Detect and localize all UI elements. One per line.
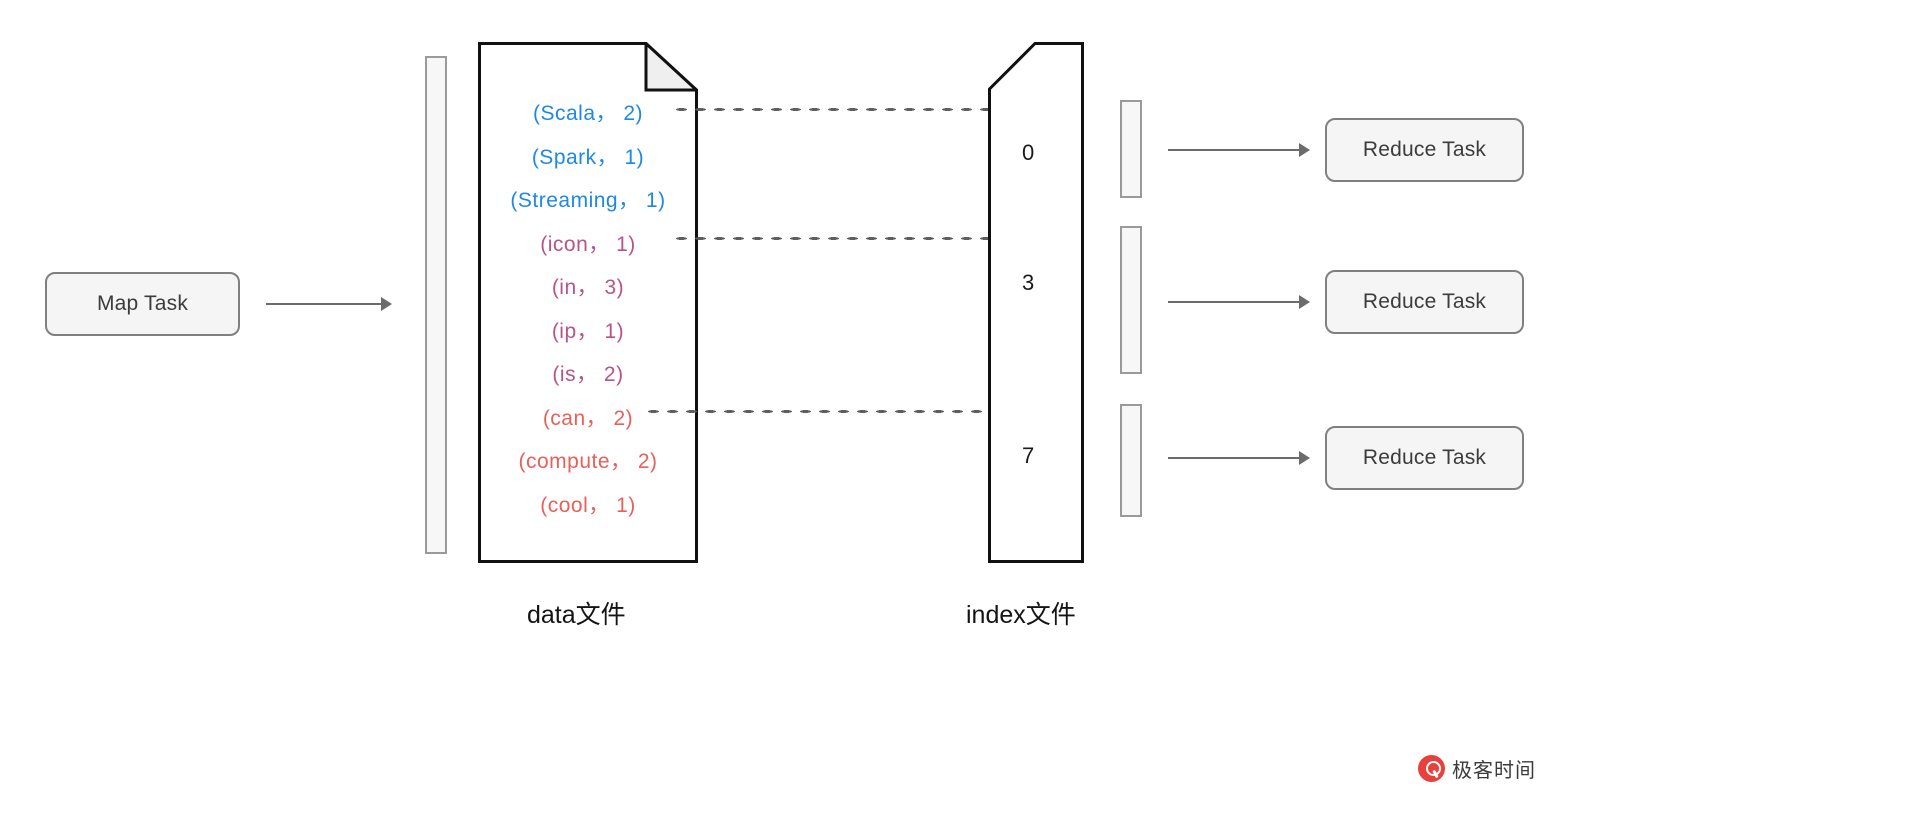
data-entry: (Streaming， 1) bbox=[510, 189, 666, 212]
arrow-to-reduce-task-1 bbox=[1168, 295, 1310, 309]
arrow-head bbox=[381, 297, 392, 311]
arrow-shaft bbox=[266, 303, 383, 305]
partition-bracket-2 bbox=[1120, 404, 1142, 517]
arrow-head bbox=[1299, 143, 1310, 157]
data-entry: (can， 2) bbox=[542, 406, 634, 430]
arrow-to-reduce-task-0 bbox=[1168, 143, 1310, 157]
data-entry: (ip， 1) bbox=[551, 319, 625, 343]
geektime-logo-icon bbox=[1418, 755, 1445, 782]
arrow-head bbox=[1299, 295, 1310, 309]
partition-bracket-1 bbox=[1120, 226, 1142, 374]
index-file-outline-icon bbox=[988, 42, 1084, 563]
map-task-box[interactable]: Map Task bbox=[45, 272, 240, 336]
data-file-shape: (Scala， 2) (Spark， 1) (Streaming， 1) (ic… bbox=[478, 42, 698, 563]
dotted-connector-1 bbox=[672, 236, 1017, 241]
data-file-entry-list: (Scala， 2) (Spark， 1) (Streaming， 1) (ic… bbox=[478, 92, 698, 527]
arrow-to-reduce-task-2 bbox=[1168, 451, 1310, 465]
arrow-shaft bbox=[1168, 149, 1301, 151]
arrow-shaft bbox=[1168, 301, 1301, 303]
data-file-caption: data文件 bbox=[527, 601, 626, 629]
data-entry: (Spark， 1) bbox=[531, 145, 645, 169]
dotted-connector-0 bbox=[672, 107, 1017, 112]
index-offset: 7 bbox=[1022, 443, 1035, 468]
dotted-connector-2 bbox=[644, 409, 1017, 414]
index-file-caption: index文件 bbox=[966, 601, 1076, 629]
data-entry: (cool， 1) bbox=[540, 493, 636, 517]
arrow-head bbox=[1299, 451, 1310, 465]
data-entry: (is， 2) bbox=[552, 363, 624, 386]
data-entry: (in， 3) bbox=[551, 276, 625, 299]
reduce-task-box-2[interactable]: Reduce Task bbox=[1325, 426, 1524, 490]
reduce-task-box-0[interactable]: Reduce Task bbox=[1325, 118, 1524, 182]
index-offset: 3 bbox=[1022, 270, 1035, 295]
index-offset: 0 bbox=[1022, 140, 1035, 165]
index-file-shape: 0 3 7 bbox=[988, 42, 1084, 563]
data-entry: (icon， 1) bbox=[540, 232, 636, 256]
arrow-shaft bbox=[1168, 457, 1301, 459]
data-entry: (Scala， 2) bbox=[532, 102, 644, 125]
data-file-outline-icon bbox=[478, 42, 698, 563]
watermark-label: 极客时间 bbox=[1452, 760, 1536, 782]
left-bracket bbox=[425, 56, 447, 554]
arrow-map-to-data bbox=[266, 297, 392, 311]
watermark: 极客时间 bbox=[1418, 754, 1536, 783]
reduce-task-box-1[interactable]: Reduce Task bbox=[1325, 270, 1524, 334]
partition-bracket-0 bbox=[1120, 100, 1142, 198]
data-entry: (compute， 2) bbox=[518, 450, 658, 473]
